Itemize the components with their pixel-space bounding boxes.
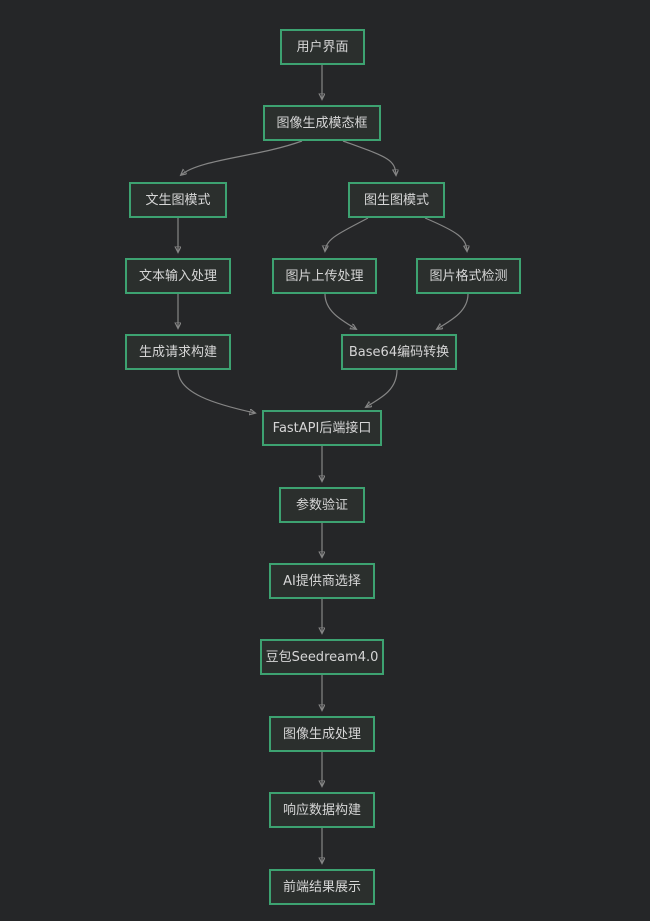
node-parameter-validation: 参数验证	[279, 487, 365, 523]
edge-image-to-image-mode-to-image-upload-processing	[325, 217, 369, 251]
node-label: 豆包Seedream4.0	[265, 649, 379, 665]
edge-image-generation-modal-to-text-to-image-mode	[181, 140, 303, 175]
node-text-input-processing: 文本输入处理	[125, 258, 231, 294]
edge-image-to-image-mode-to-image-format-detection	[424, 217, 467, 251]
edge-image-format-detection-to-base64-encode-convert	[437, 293, 469, 329]
node-image-generation-processing: 图像生成处理	[269, 716, 375, 752]
node-label: 图片格式检测	[429, 268, 508, 284]
node-frontend-result-display: 前端结果展示	[269, 869, 375, 905]
node-label: AI提供商选择	[283, 573, 361, 589]
node-image-to-image-mode: 图生图模式	[348, 182, 445, 218]
node-image-format-detection: 图片格式检测	[416, 258, 521, 294]
node-label: 图像生成处理	[282, 726, 361, 742]
node-user-interface: 用户界面	[280, 29, 365, 65]
node-label: 参数验证	[295, 497, 348, 513]
node-label: 用户界面	[296, 39, 349, 55]
node-label: Base64编码转换	[348, 344, 450, 360]
node-base64-encode-convert: Base64编码转换	[341, 334, 457, 370]
edge-image-upload-processing-to-base64-encode-convert	[324, 293, 356, 329]
node-text-to-image-mode: 文生图模式	[129, 182, 227, 218]
node-label: 文本输入处理	[138, 268, 217, 284]
node-label: 图生图模式	[363, 192, 429, 208]
edge-image-generation-modal-to-image-to-image-mode	[342, 140, 396, 175]
node-fastapi-backend-api: FastAPI后端接口	[262, 410, 382, 446]
node-generation-request-build: 生成请求构建	[125, 334, 231, 370]
edge-generation-request-build-to-fastapi-backend-api	[177, 369, 255, 413]
edge-base64-encode-convert-to-fastapi-backend-api	[366, 369, 398, 407]
node-label: 响应数据构建	[282, 802, 361, 818]
node-label: 文生图模式	[145, 192, 211, 208]
node-response-data-build: 响应数据构建	[269, 792, 375, 828]
node-label: 生成请求构建	[138, 344, 217, 360]
node-label: 前端结果展示	[282, 879, 361, 895]
node-doubao-seedream-4: 豆包Seedream4.0	[260, 639, 384, 675]
node-label: FastAPI后端接口	[272, 420, 372, 436]
node-image-generation-modal: 图像生成模态框	[263, 105, 381, 141]
node-label: 图片上传处理	[285, 268, 364, 284]
node-label: 图像生成模态框	[276, 115, 368, 131]
node-ai-provider-selection: AI提供商选择	[269, 563, 375, 599]
node-image-upload-processing: 图片上传处理	[272, 258, 377, 294]
